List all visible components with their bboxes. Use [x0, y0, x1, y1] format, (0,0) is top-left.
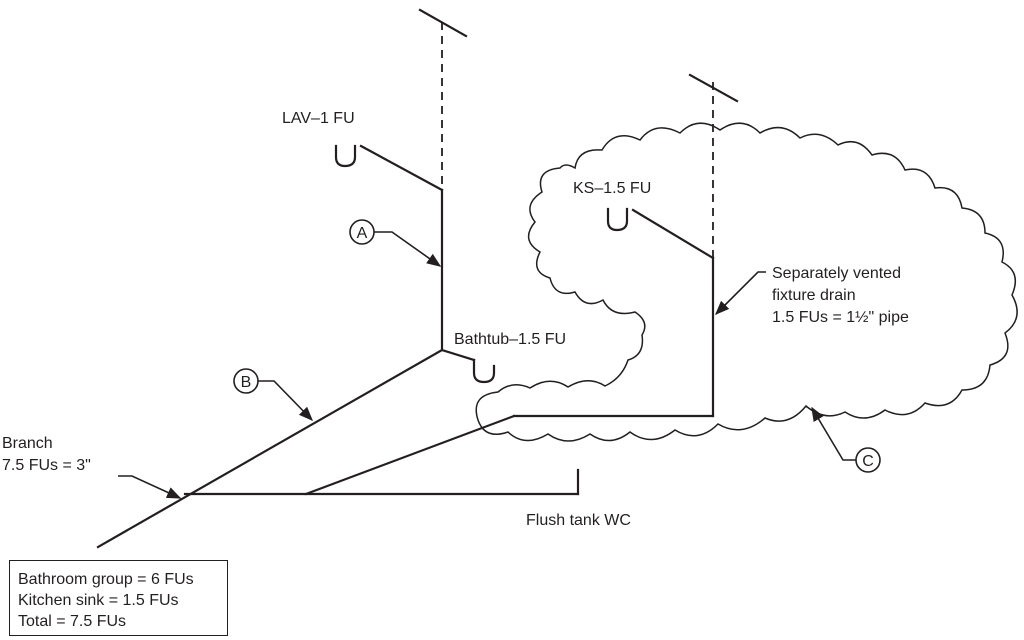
revision-cloud: [475, 122, 1018, 442]
lav-trap: [334, 144, 357, 168]
callout-c-label: C: [862, 453, 874, 470]
callout-b-leader: [258, 380, 314, 422]
fixture-unit-summary-box: Bathroom group = 6 FUs Kitchen sink = 1.…: [9, 560, 228, 636]
flush-tank-label: Flush tank WC: [526, 512, 631, 529]
lav-trap-arm: [359, 144, 444, 192]
bathtub-trap: [472, 358, 496, 384]
branch-label-line1: Branch: [2, 435, 53, 452]
ks-label: KS–1.5 FU: [573, 180, 651, 197]
separately-vented-label-line2: fixture drain: [772, 287, 856, 304]
bathtub-label: Bathtub–1.5 FU: [454, 331, 566, 348]
bathtub-trap-arm: [440, 348, 476, 362]
callout-a-label: A: [357, 225, 368, 242]
summary-bathroom-group: Bathroom group = 6 FUs: [18, 571, 194, 588]
lav-vent-break-mark: [418, 8, 468, 38]
callout-a-leader: [374, 231, 442, 267]
ks-trap-arm: [631, 208, 715, 260]
callout-b-label: B: [241, 374, 252, 391]
ks-vent-break-mark: [688, 73, 739, 103]
branch-drain: [96, 348, 444, 549]
branch-leader: [118, 475, 182, 499]
callout-c-leader: [811, 406, 856, 461]
summary-total: Total = 7.5 FUs: [18, 613, 127, 630]
ks-trap: [606, 207, 629, 232]
separately-vented-label-line3: 1.5 FUs = 1½" pipe: [772, 309, 909, 326]
ks-fixture-drain-sloped: [304, 414, 516, 496]
branch-label-line2: 7.5 FUs = 3": [2, 457, 91, 474]
separately-vented-leader: [714, 271, 766, 316]
lav-label: LAV–1 FU: [282, 110, 355, 127]
separately-vented-label-line1: Separately vented: [772, 265, 901, 282]
summary-kitchen-sink: Kitchen sink = 1.5 FUs: [18, 592, 179, 609]
